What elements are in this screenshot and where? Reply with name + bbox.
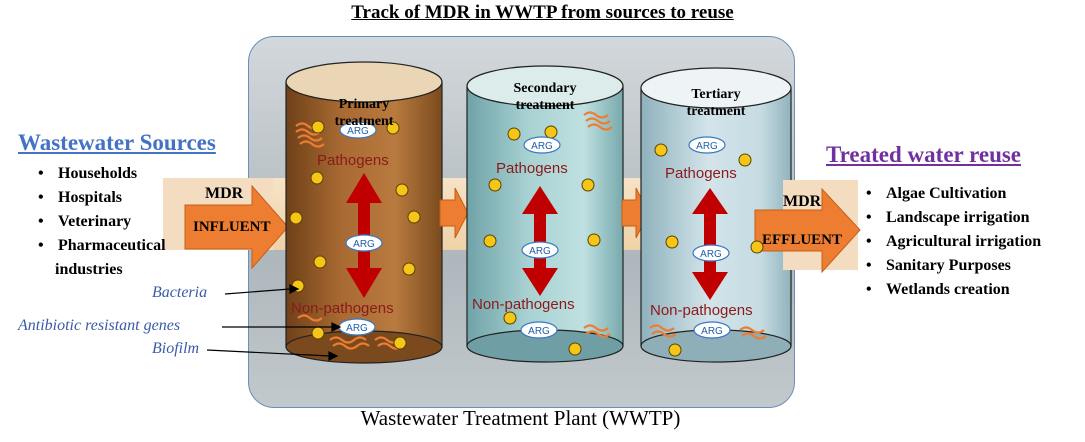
pathogens-label: Pathogens <box>496 160 568 177</box>
legend-biofilm: Biofilm <box>152 340 200 357</box>
arg-text: ARG <box>528 326 550 337</box>
secondary-tank-title: Secondary treatment <box>495 80 595 114</box>
wwtp-label: Wastewater Treatment Plant (WWTP) <box>360 406 681 430</box>
arg-text: ARG <box>347 126 369 137</box>
arg-text: ARG <box>700 249 722 260</box>
reuse-heading: Treated water reuse <box>826 142 1022 167</box>
legend-bacteria: Bacteria <box>152 284 208 301</box>
tank-title-line: Primary <box>338 97 390 112</box>
effluent-label: EFFLUENT <box>762 232 843 248</box>
list-item: Sanitary Purposes <box>862 254 1041 278</box>
influent-mdr-label: MDR <box>205 185 244 202</box>
bacteria-dots <box>289 120 764 357</box>
diagram-title: Track of MDR in WWTP from sources to reu… <box>351 2 734 23</box>
legend-pointers <box>206 284 342 361</box>
tank-title-line: Tertiary <box>691 87 741 102</box>
arg-text: ARG <box>353 239 375 250</box>
effluent-arrow <box>754 180 861 274</box>
reuse-list: Algae Cultivation Landscape irrigation A… <box>862 182 1041 302</box>
list-item: Households <box>34 162 166 186</box>
biofilm-marks <box>295 111 767 350</box>
influent-label: INFLUENT <box>193 219 271 235</box>
list-item: Landscape irrigation <box>862 206 1041 230</box>
list-item: Agricultural irrigation <box>862 230 1041 254</box>
pathogens-label: Pathogens <box>665 165 737 182</box>
effluent-mdr-label: MDR <box>783 193 822 210</box>
legend-arg: Antibiotic resistant genes <box>18 317 181 334</box>
non-pathogens-label: Non-pathogens <box>472 296 575 313</box>
influent-arrow <box>163 178 289 270</box>
tank-title-line: Secondary <box>513 81 577 96</box>
sources-heading: Wastewater Sources <box>18 130 216 155</box>
arg-text: ARG <box>531 141 553 152</box>
tank-title-line: treatment <box>686 104 746 119</box>
sources-list: Households Hospitals Veterinary Pharmace… <box>34 162 166 258</box>
pathogens-label: Pathogens <box>317 152 389 169</box>
tank-title-line: treatment <box>334 114 394 129</box>
list-item: Algae Cultivation <box>862 182 1041 206</box>
flow-arrow-1 <box>439 187 469 239</box>
tank-title-line: treatment <box>515 98 575 113</box>
primary-tank-title: Primary treatment <box>314 96 414 130</box>
list-item: Wetlands creation <box>862 278 1041 302</box>
non-pathogens-label: Non-pathogens <box>291 300 394 317</box>
non-pathogens-label: Non-pathogens <box>650 302 753 319</box>
arg-text: ARG <box>529 246 551 257</box>
list-item: Veterinary <box>34 210 166 234</box>
list-item: Hospitals <box>34 186 166 210</box>
arg-markers <box>338 121 731 339</box>
sources-list-continuation: industries <box>55 261 123 278</box>
tertiary-tank-title: Tertiary treatment <box>666 86 766 120</box>
arg-text: ARG <box>701 326 723 337</box>
arg-text: ARG <box>346 323 368 334</box>
arg-text: ARG <box>696 141 718 152</box>
list-item: Pharmaceutical <box>34 234 166 258</box>
